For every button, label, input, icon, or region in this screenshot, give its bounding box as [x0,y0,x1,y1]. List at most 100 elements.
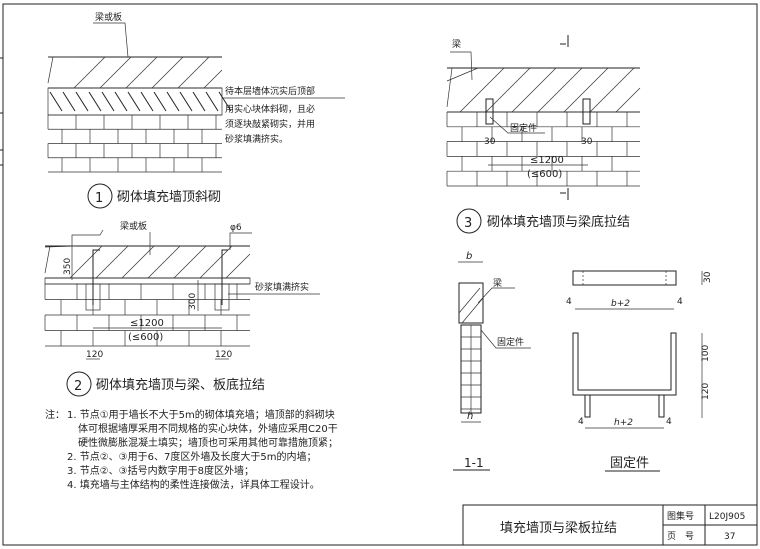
note-line: 2. 节点②、③用于6、7度区外墙及长度大于5m的内墙； [67,450,316,463]
hatch-line [173,245,207,279]
section-1-1: b 梁 固定件 h 1-1 [453,251,531,471]
herringbone-brick [166,91,180,112]
slab-hatch [446,67,641,113]
beam-section [458,282,484,324]
herringbone-brick [88,91,102,112]
hatch-line [44,245,51,274]
herringbone-brick [192,91,206,112]
bar-label: φ6 [230,223,242,233]
dim-350-line [71,229,104,280]
hatch-line [225,253,251,279]
dim-100: 100 [701,345,711,362]
dim-120: 120 [701,383,711,400]
detail-title: 砌体填充墙顶与梁、板底拉结 [96,377,265,393]
hatch-line [446,67,479,82]
dim-spacing-alt: (≤600) [128,332,163,343]
atlas-label: 图集号 [667,510,694,522]
detail-number-circle [87,183,113,209]
beam-label: 梁 [452,38,461,50]
dim-30: 30 [581,137,593,147]
fixing-title: 固定件 [610,456,649,471]
herringbone-brick [153,91,167,112]
detail-number: 1 [95,191,103,206]
section-title: 1-1 [464,456,484,470]
note-line: 用实心块体斜砌，且必 [225,103,315,115]
mortar-layer [44,277,251,285]
leader-line [93,22,129,58]
dim-300: 300 [188,293,198,310]
dim-spacing: ≤1200 [530,155,564,166]
dim-350: 350 [63,258,73,275]
dim-b: b [466,251,472,262]
page-label: 页 号 [667,531,694,542]
fixing-piece [582,98,591,125]
hatch-line [69,245,103,279]
note-line: 体可根据墙厚采用不同规格的实心块体，外墙应采用C20干 [78,422,338,435]
dim-h: h [467,411,473,422]
dim-4: 4 [677,297,683,307]
detail-1: 梁或板 待本层墙体沉实后顶部 用实心块体斜砌，且必 须逐块敲紧砌实，并用 砂浆填… [47,11,345,209]
brick-wall [446,111,640,187]
mortar-label: 砂浆填满挤实 [255,281,309,293]
hatch-line [47,56,54,84]
herringbone-brick [49,91,63,112]
beam-label: 梁 [493,277,502,289]
dim-spacing: ≤1200 [130,318,164,329]
herringbone-brick [101,91,115,112]
fixing-plate-top [572,270,677,286]
title-block: 填充墙顶与梁板拉结 图集号 L20J905 页 号 37 [462,504,758,546]
atlas-value: L20J905 [709,512,745,522]
dim-4: 4 [566,297,572,307]
drawing-title: 填充墙顶与梁板拉结 [500,520,617,536]
detail-number: 3 [464,216,472,231]
hatch-line [459,67,505,113]
note-line: 硬性微膨胀混凝土填实；墙顶也可采用其他可靠措施顶紧； [78,436,338,449]
hatch-line [147,245,181,279]
herringbone-brick [62,91,76,112]
dim-b2: b+2 [611,299,630,309]
dim-4: 4 [666,417,672,427]
detail-3: 梁 固定件 30 30 ≤1200 (≤600) 3 砌体填充墙顶与梁底拉结 [446,35,641,234]
dim-30: 30 [703,271,713,283]
hatch-line [537,67,583,113]
slab-label: 梁或板 [95,11,122,23]
hatch-line [199,245,233,279]
fixing-piece [485,98,494,125]
fixing-piece-detail: 30 b+2 4 4 100 120 h+2 4 4 固定件 [566,270,713,472]
detail-number: 2 [74,379,82,394]
slab-label: 梁或板 [120,220,147,232]
detail-title: 砌体填充墙顶与梁底拉结 [487,214,630,230]
herringbone-brick [205,91,219,112]
herringbone-brick [218,91,232,112]
hatch-line [511,67,557,113]
dim-120: 120 [86,350,103,360]
herringbone-brick [75,91,89,112]
note-line: 4. 填充墙与主体结构的柔性连接做法，详具体工程设计。 [67,478,320,491]
detail-title: 砌体填充墙顶斜砌 [117,189,221,205]
dim-spacing-alt: (≤600) [527,169,562,180]
dim-30: 30 [484,137,496,147]
hatch-line [73,56,106,89]
note-line: 3. 节点②、③括号内数字用于8度区外墙； [67,464,254,477]
hatch-line [203,69,223,89]
fixing-label: 固定件 [510,122,537,134]
herringbone-bricks [47,87,232,116]
note-line: 待本层墙体沉实后顶部 [225,85,315,97]
rebar-phi6 [221,249,228,305]
notes-prefix: 注： [45,408,65,421]
rebar-phi6 [92,249,100,305]
hatch-line [44,245,77,248]
binding-ticks [0,57,3,166]
hatch-line [563,67,609,113]
note-line: 须逐块敲紧砌实，并用 [225,118,315,130]
herringbone-brick [140,91,154,112]
hatch-line [615,87,641,113]
herringbone-brick [127,91,141,112]
notes: 注： 1. 节点①用于墙长不大于5m的砌体填充墙；墙顶部的斜砌块 体可根据墙厚采… [45,408,338,491]
page-value: 37 [724,532,735,542]
fixing-u-shape [572,332,677,396]
mortar-band [47,87,223,116]
hatch-line [121,245,155,279]
herringbone-brick [179,91,193,112]
